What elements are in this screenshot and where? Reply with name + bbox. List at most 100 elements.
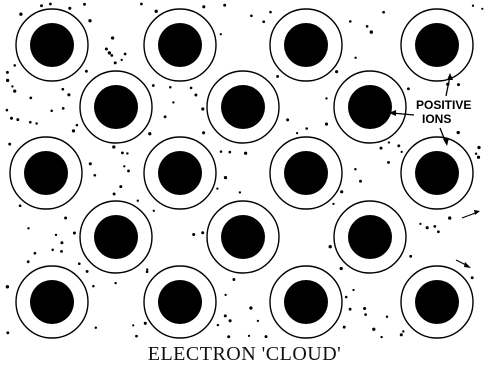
electron-dot xyxy=(370,30,373,33)
positive-ions-label-line1: POSITIVE xyxy=(416,98,471,112)
ion-core xyxy=(158,23,202,67)
electron-dot xyxy=(111,36,114,39)
electron-dot xyxy=(471,276,474,279)
electron-dot xyxy=(354,57,356,59)
electron-dot xyxy=(35,122,37,124)
electron-dot xyxy=(224,176,227,179)
electron-dot xyxy=(137,200,139,202)
electron-dot xyxy=(249,306,252,309)
electron-dot xyxy=(457,83,460,86)
ion-core xyxy=(221,215,265,259)
electron-dot xyxy=(232,278,235,281)
electron-dot xyxy=(190,87,193,90)
ion-core xyxy=(415,151,459,195)
electron-dot xyxy=(407,87,410,90)
electron-dot xyxy=(40,4,43,7)
electron-dot xyxy=(89,162,92,165)
electron-dot xyxy=(400,333,403,336)
electron-dot xyxy=(216,187,218,189)
electron-dot xyxy=(194,94,197,97)
ion-core xyxy=(284,280,328,324)
electron-dot xyxy=(153,210,155,212)
electron-dot xyxy=(72,129,75,132)
electron-dot xyxy=(27,227,29,229)
electron-dot xyxy=(51,249,54,252)
electron-dot xyxy=(123,165,125,167)
electron-dot xyxy=(6,285,9,288)
electron-dot xyxy=(76,124,79,127)
electron-dot xyxy=(60,241,63,244)
electron-dot xyxy=(126,152,128,154)
ion-core xyxy=(158,151,202,195)
electron-dot xyxy=(192,233,195,236)
electron-dot xyxy=(379,147,382,150)
ion-core xyxy=(24,151,68,195)
electron-dot xyxy=(50,110,53,113)
electron-dot xyxy=(144,322,147,325)
positive-ion xyxy=(270,137,342,209)
electron-dot xyxy=(386,315,388,317)
electron-dot xyxy=(88,19,91,22)
electron-dot xyxy=(61,88,64,91)
electron-dot xyxy=(217,324,219,326)
electron-dot xyxy=(477,146,480,149)
electron-dot xyxy=(60,250,63,253)
electron-dot xyxy=(13,89,16,92)
electron-dot xyxy=(124,53,127,56)
electron-dot xyxy=(224,294,226,296)
electron-dot xyxy=(112,145,115,148)
positive-ion xyxy=(207,71,279,143)
electron-dot xyxy=(85,70,88,73)
electron-dot xyxy=(372,328,375,331)
electron-dot xyxy=(340,190,343,193)
electron-dot xyxy=(220,150,223,153)
positive-ion xyxy=(401,9,473,81)
electron-dot xyxy=(419,223,421,225)
electron-dot xyxy=(475,152,477,154)
electron-dot xyxy=(477,156,480,159)
electron-dot xyxy=(201,107,204,110)
electron-dot xyxy=(352,289,354,291)
electron-dot xyxy=(78,262,81,265)
electron-dot xyxy=(155,10,158,13)
electron-dot xyxy=(387,161,390,164)
electron-dot xyxy=(437,230,440,233)
electron-dot xyxy=(113,193,116,196)
electron-dot xyxy=(380,336,382,338)
electron-dot xyxy=(164,115,167,118)
electron-dot xyxy=(305,127,308,130)
electron-dot xyxy=(335,70,338,73)
electron-dot xyxy=(250,14,253,17)
positive-ions-label: POSITIVE IONS xyxy=(416,98,471,126)
electron-dot xyxy=(366,25,369,28)
electron-dot xyxy=(269,11,272,14)
electron-dot xyxy=(6,79,9,82)
electron-dot xyxy=(340,267,343,270)
positive-ions-lattice xyxy=(10,9,473,338)
electron-dot xyxy=(296,132,298,134)
electron-dot xyxy=(345,296,348,299)
electron-dot xyxy=(382,11,385,14)
electron-dot xyxy=(146,271,149,274)
electron-dot xyxy=(343,326,346,329)
electron-dot xyxy=(34,252,37,255)
electron-dot xyxy=(119,185,122,188)
electron-dot xyxy=(223,4,226,7)
electron-dot xyxy=(55,234,57,236)
electron-dot xyxy=(276,75,279,78)
electron-dot xyxy=(201,231,204,234)
positive-ions-label-line2: IONS xyxy=(422,112,451,126)
electron-dot xyxy=(169,86,172,89)
electron-dot xyxy=(6,71,9,74)
electron-dot xyxy=(472,5,474,7)
electron-dot xyxy=(49,3,52,6)
electron-dot xyxy=(388,141,390,143)
electron-dot xyxy=(92,285,95,288)
electron-dot xyxy=(202,131,205,134)
ion-core xyxy=(221,85,265,129)
ion-core xyxy=(284,23,328,67)
electron-dot xyxy=(27,260,30,263)
electron-dot xyxy=(64,217,67,220)
electron-dot xyxy=(354,168,356,170)
